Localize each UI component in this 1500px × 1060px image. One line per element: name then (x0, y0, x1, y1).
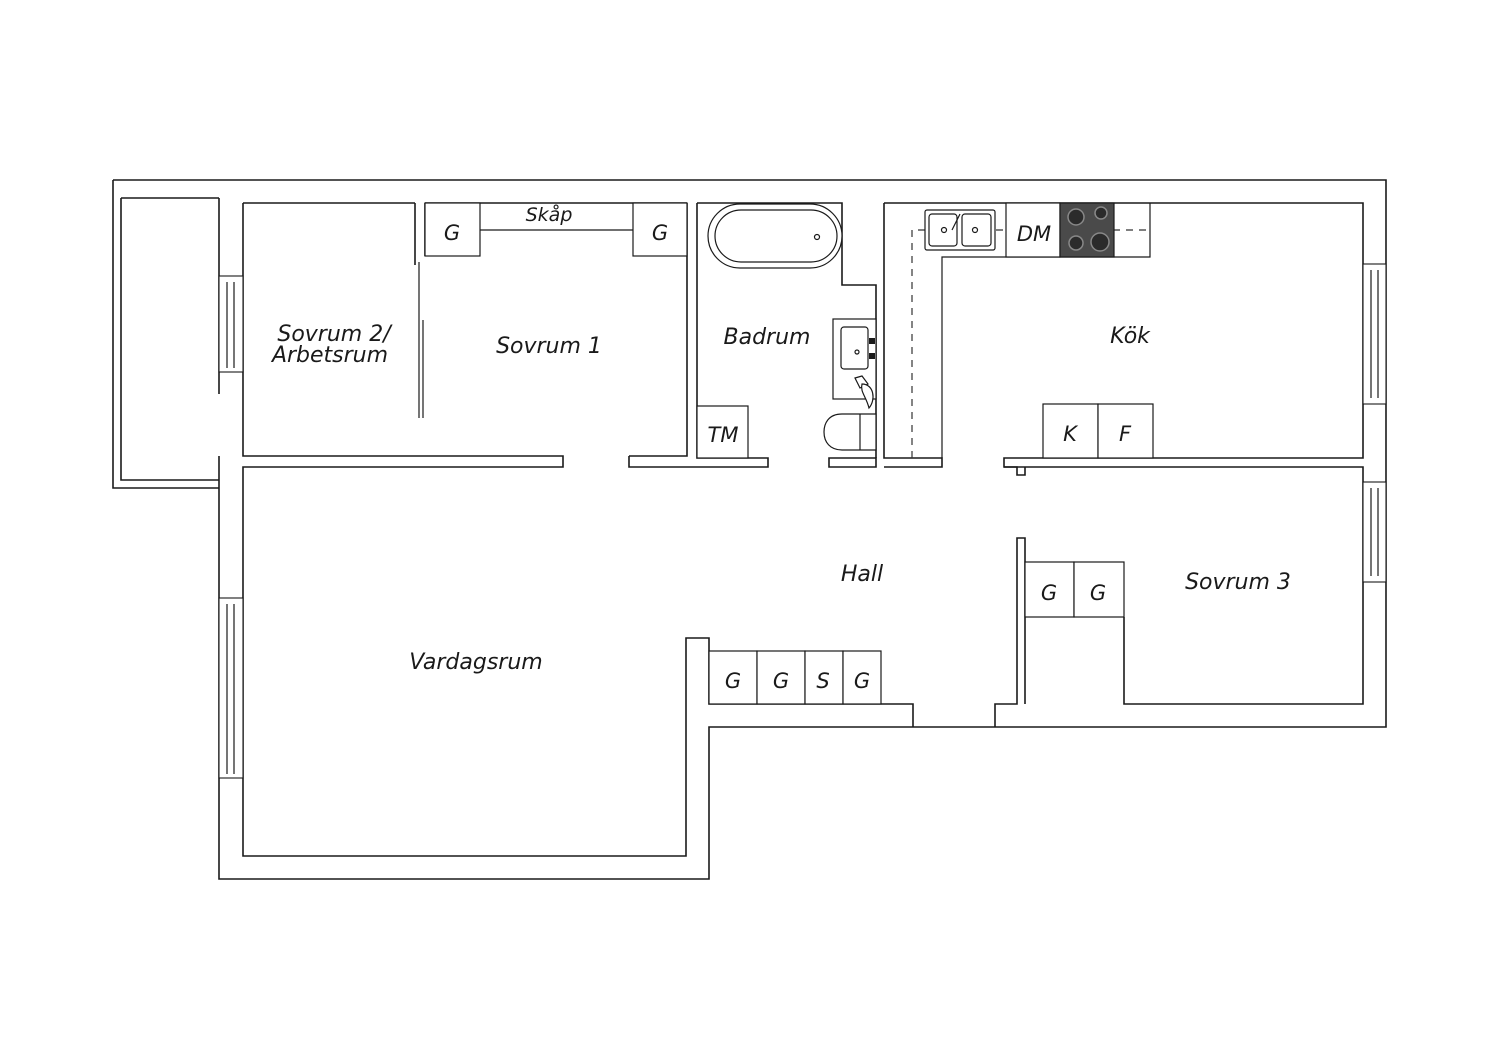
sovrum1-storage: G Skåp G (424, 202, 688, 257)
bidet-icon (861, 383, 874, 410)
room-labels: Sovrum 2/ Arbetsrum Sovrum 1 Badrum Kök … (270, 322, 1291, 675)
room-label-sovrum3: Sovrum 3 (1185, 570, 1291, 595)
dishwasher-box (1005, 202, 1061, 258)
window-kok (1362, 263, 1387, 405)
window-sovrum3 (1362, 481, 1387, 583)
room-label-badrum: Badrum (724, 325, 811, 350)
wardrobe-box (842, 650, 882, 705)
outer-wall (113, 179, 1387, 880)
hall-storage: G G S G (708, 650, 882, 705)
wardrobe-box (1073, 561, 1125, 618)
windows (218, 263, 1387, 779)
room-label-sovrum1: Sovrum 1 (496, 334, 602, 359)
room-label-hall: Hall (841, 562, 883, 587)
wardrobe-label: G (652, 221, 668, 245)
storage-label: S (816, 669, 829, 693)
fridge-label: K (1063, 422, 1079, 446)
wardrobe-label: G (1041, 581, 1057, 605)
sliding-door (418, 262, 424, 418)
sovrum3-storage: G G (1024, 561, 1125, 618)
wardrobe-box (632, 202, 688, 257)
wardrobe-label: G (773, 669, 789, 693)
room-label-sovrum2-line2: Arbetsrum (270, 343, 388, 368)
sovrum2-walls (242, 203, 914, 857)
freezer-box (1097, 403, 1154, 459)
freezer-label: F (1119, 422, 1132, 446)
skap-label: Skåp (526, 203, 573, 226)
window-vardagsrum (218, 597, 244, 779)
stove-icon (1059, 202, 1115, 258)
inner-wall-face (243, 202, 1364, 705)
wardrobe-label: G (725, 669, 741, 693)
wardrobe-box (756, 650, 806, 705)
room-label-vardagsrum: Vardagsrum (409, 650, 542, 675)
balcony-outline (112, 180, 219, 489)
wardrobe-label: G (1090, 581, 1106, 605)
kitchen-fixtures: DM K F (911, 202, 1154, 459)
wardrobe-label: G (854, 669, 870, 693)
dishwasher-label: DM (1017, 222, 1051, 246)
bathtub-icon (707, 203, 843, 269)
room-label-kok: Kök (1110, 324, 1151, 349)
counter-edge-dashed (911, 229, 1150, 458)
washer-box (696, 405, 749, 459)
washer-label: TM (708, 423, 739, 447)
room-label-sovrum2-line1: Sovrum 2/ (277, 322, 393, 347)
sovrum2-sovrum1-divider (414, 203, 426, 265)
walls (112, 179, 1387, 880)
window-sovrum2 (218, 275, 244, 373)
toilet-icon (823, 413, 877, 451)
wardrobe-label: G (444, 221, 460, 245)
double-sink-icon (924, 209, 996, 251)
wardrobe-box (708, 650, 758, 705)
hall-walls (994, 466, 1026, 727)
bathroom-fixtures: TM (696, 203, 877, 459)
